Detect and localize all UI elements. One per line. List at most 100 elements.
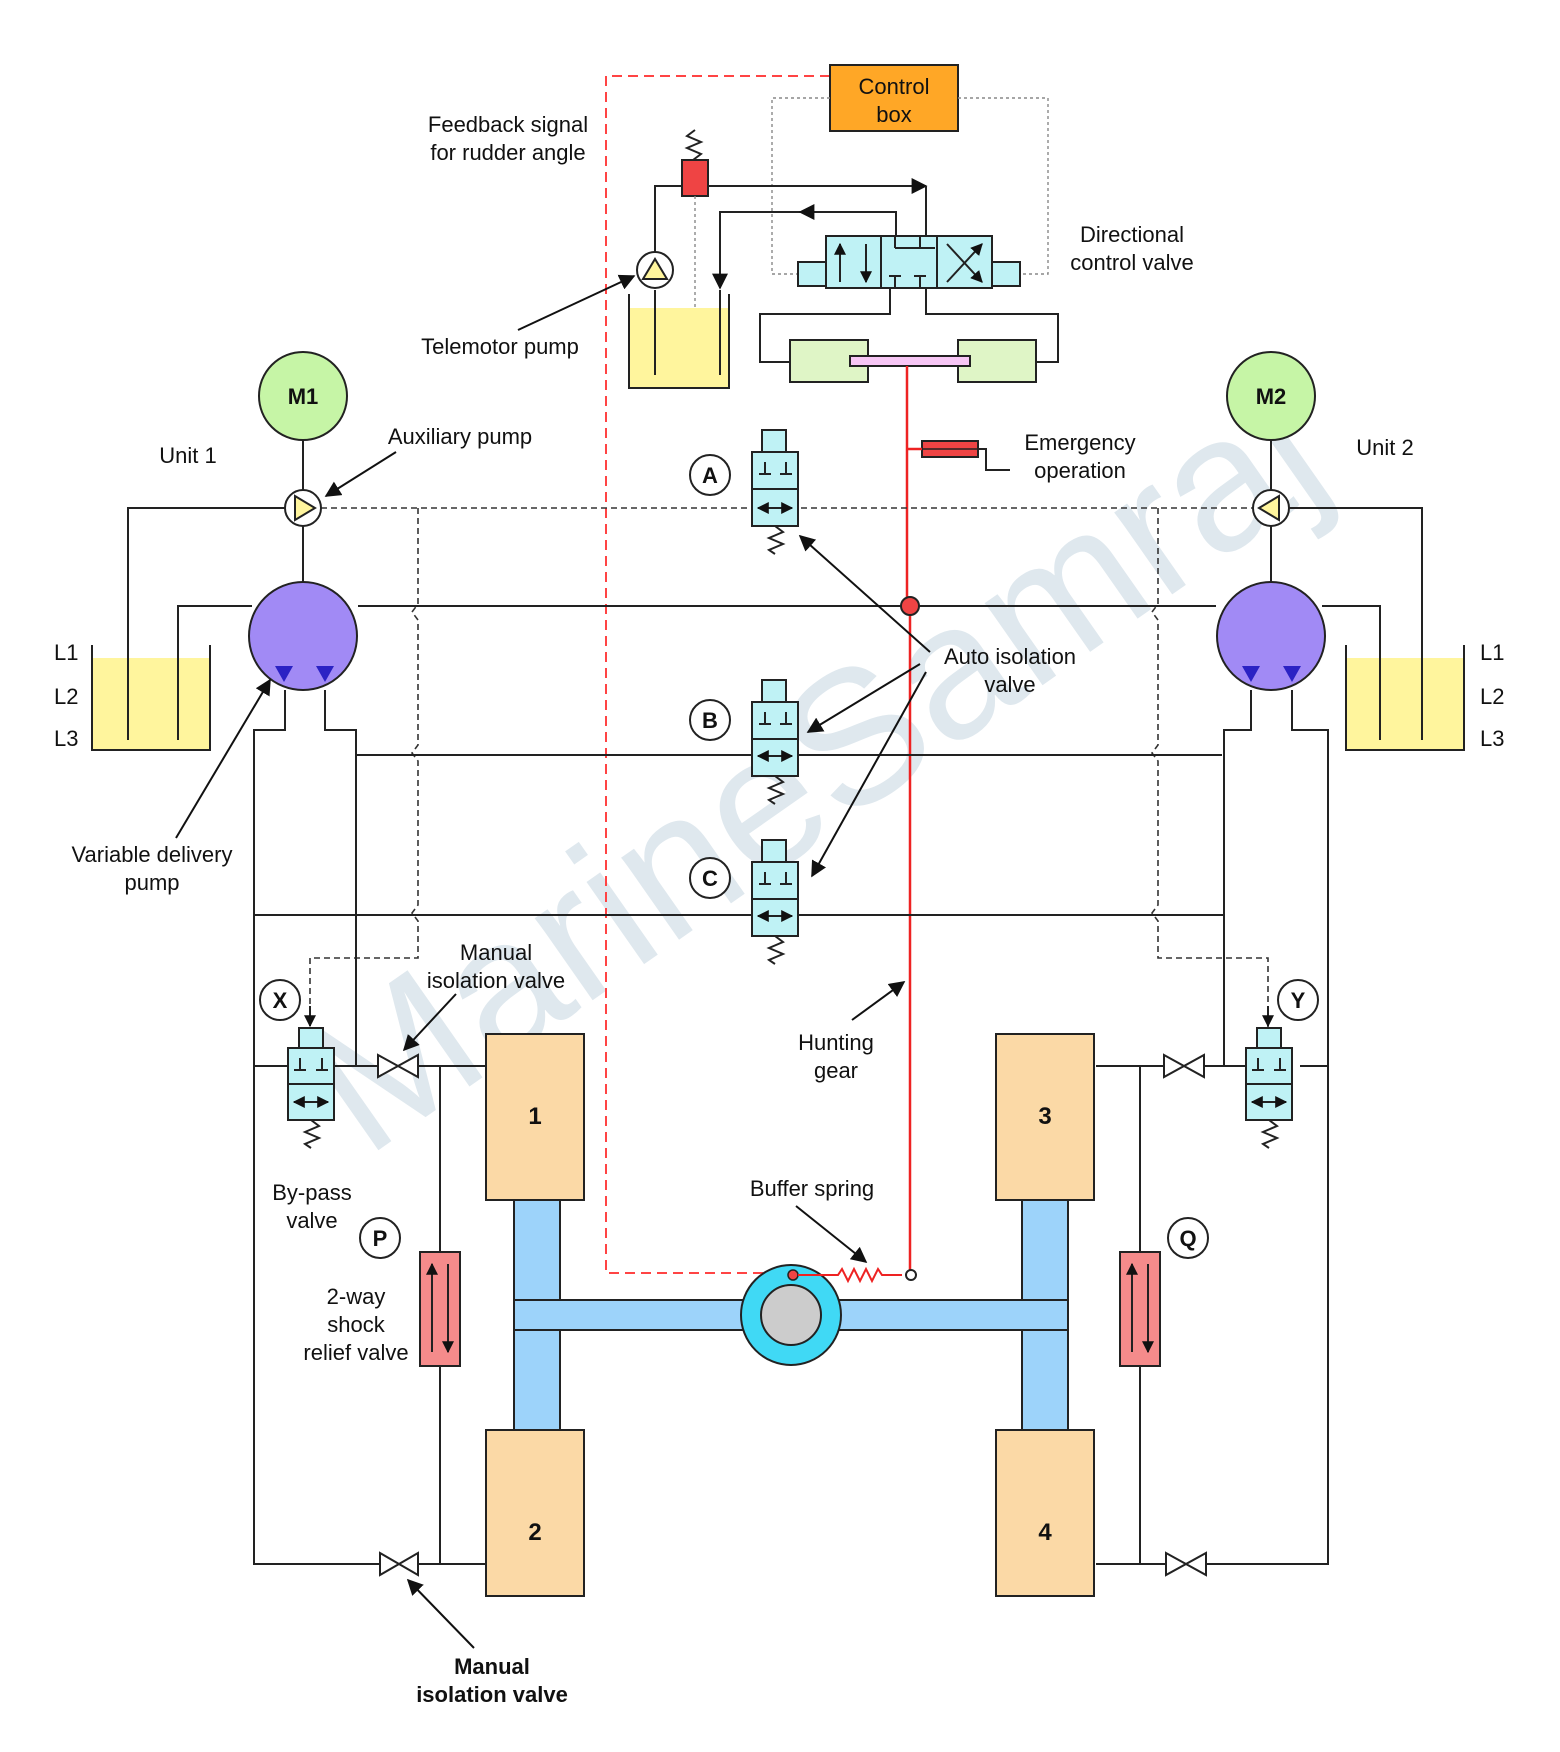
telemotor-pump-leader	[517, 274, 636, 331]
auto-isolation-leader-b	[806, 663, 921, 733]
hunting-gear-label-2: gear	[814, 1058, 858, 1083]
control-wire-right	[958, 97, 1049, 275]
tank-left-l3: L3	[54, 726, 78, 751]
emergency-operation-label-1: Emergency	[1024, 430, 1135, 455]
emergency-operation-label-2: operation	[1034, 458, 1126, 483]
valve-tag-c: C	[702, 866, 718, 891]
valve-tag-p-circle	[359, 1217, 401, 1259]
control-box-label-1: Control	[859, 74, 930, 99]
dcv-label-1: Directional	[1080, 222, 1184, 247]
shock-relief-label-2: shock	[327, 1312, 385, 1337]
auto-isolation-label-1: Auto isolation	[944, 644, 1076, 669]
feedback-sensor	[681, 159, 709, 197]
manual-isolation-valve-top-right	[1163, 1053, 1205, 1079]
pilot-drop-right	[1151, 508, 1269, 1028]
valve-tag-y: Y	[1291, 988, 1306, 1013]
control-box	[829, 64, 959, 132]
feedback-signal-label-2: for rudder angle	[430, 140, 585, 165]
dcv-center-block	[889, 236, 935, 288]
cylinder-4-label: 4	[1038, 1519, 1052, 1546]
manual-isolation-top-label-2: isolation valve	[427, 968, 565, 993]
shock-relief-valve-left	[419, 1251, 461, 1367]
vdp-label-1: Variable delivery	[71, 842, 232, 867]
auto-isolation-valve-a	[751, 429, 799, 555]
hunting-gear-junction	[900, 596, 920, 616]
left-pipe-inner	[324, 690, 378, 1067]
pilot-drop-left	[309, 508, 419, 1028]
telemotor-pump-icon	[641, 257, 669, 280]
vdp-drain-right	[1322, 605, 1381, 740]
tank-left-l2: L2	[54, 684, 78, 709]
manual-isolation-top-label-1: Manual	[460, 940, 532, 965]
dcv-body	[825, 235, 993, 289]
tank-right-oil	[1346, 658, 1464, 750]
valve-tag-a-circle	[689, 454, 731, 496]
valve-tag-x-circle	[259, 979, 301, 1021]
shock-relief-label-3: relief valve	[303, 1340, 408, 1365]
telemotor-delivery-line	[654, 185, 682, 268]
emergency-leader	[978, 448, 1010, 471]
manual-isolation-bottom-label-2: isolation valve	[416, 1682, 568, 1707]
telemotor-pump-label: Telemotor pump	[421, 334, 579, 359]
manual-isolation-bottom-leader	[406, 1578, 475, 1649]
shock-relief-valve-right	[1119, 1251, 1161, 1367]
valve-tag-y-circle	[1277, 979, 1319, 1021]
manual-isolation-top-leader	[402, 993, 457, 1052]
vdp-drain-left	[177, 605, 252, 740]
left-pipe-outer	[253, 690, 380, 1565]
valve-tag-q: Q	[1179, 1226, 1196, 1251]
valve-tag-x: X	[273, 988, 288, 1013]
right-pipe-outer	[1206, 690, 1329, 1565]
feedback-signal-label-1: Feedback signal	[428, 112, 588, 137]
aux-suction-right	[1289, 507, 1423, 740]
unit-1-label: Unit 1	[159, 443, 216, 468]
vdp-leader	[175, 678, 271, 839]
motor-m2	[1226, 351, 1316, 441]
cylinder-1-label: 1	[528, 1103, 541, 1130]
aux-pump-right-icon	[1257, 494, 1280, 522]
cylinder-4	[995, 1429, 1095, 1597]
auxiliary-pump-label: Auxiliary pump	[388, 424, 532, 449]
rudder-stock-inner	[760, 1284, 822, 1346]
tank-right-l1: L1	[1480, 640, 1504, 665]
dcv-solenoid-right	[991, 261, 1021, 287]
tank-left-l1: L1	[54, 640, 78, 665]
aux-suction-left	[127, 507, 285, 740]
motor-m2-label: M2	[1256, 384, 1287, 409]
tank-left	[91, 645, 211, 751]
feedback-signal-line	[605, 75, 830, 1274]
unit-2-label: Unit 2	[1356, 435, 1413, 460]
vdp-label-2: pump	[124, 870, 179, 895]
valve-tag-c-circle	[689, 857, 731, 899]
bypass-valve-x	[287, 1027, 335, 1149]
vdp-left-port-icon-2	[316, 666, 334, 682]
motor-m1-label: M1	[288, 384, 319, 409]
vdp-right-port-icon-2	[1283, 666, 1301, 682]
bypass-valve-y	[1245, 1027, 1293, 1149]
cylinder-3-label: 3	[1038, 1103, 1051, 1130]
cylinder-2	[485, 1429, 585, 1597]
vdp-right-port-icon-1	[1242, 666, 1260, 682]
manual-isolation-bottom-label-1: Manual	[454, 1654, 530, 1679]
control-box-label-2: box	[876, 102, 911, 127]
tank-left-oil	[92, 658, 210, 750]
cylinder-3	[995, 1033, 1095, 1201]
auto-isolation-valve-b	[751, 679, 799, 805]
buffer-spring-leader	[795, 1205, 868, 1263]
shock-relief-label-1: 2-way	[327, 1284, 386, 1309]
telemotor-tank	[628, 294, 730, 389]
hunting-gear-leader	[851, 981, 906, 1021]
bypass-valve-label-1: By-pass	[272, 1180, 351, 1205]
dcv-to-actuator-left	[759, 288, 891, 363]
buffer-spring-anchor	[787, 1269, 799, 1281]
buffer-spring	[798, 1266, 902, 1284]
vdp-left-port-icon-1	[275, 666, 293, 682]
tank-right	[1345, 645, 1465, 751]
tank-right-l2: L2	[1480, 684, 1504, 709]
cylinder-2-label: 2	[528, 1519, 541, 1546]
vdp-right	[1216, 581, 1326, 691]
valve-tag-b: B	[702, 708, 718, 733]
valve-tag-q-circle	[1167, 1217, 1209, 1259]
telemotor-tank-oil	[629, 308, 729, 388]
